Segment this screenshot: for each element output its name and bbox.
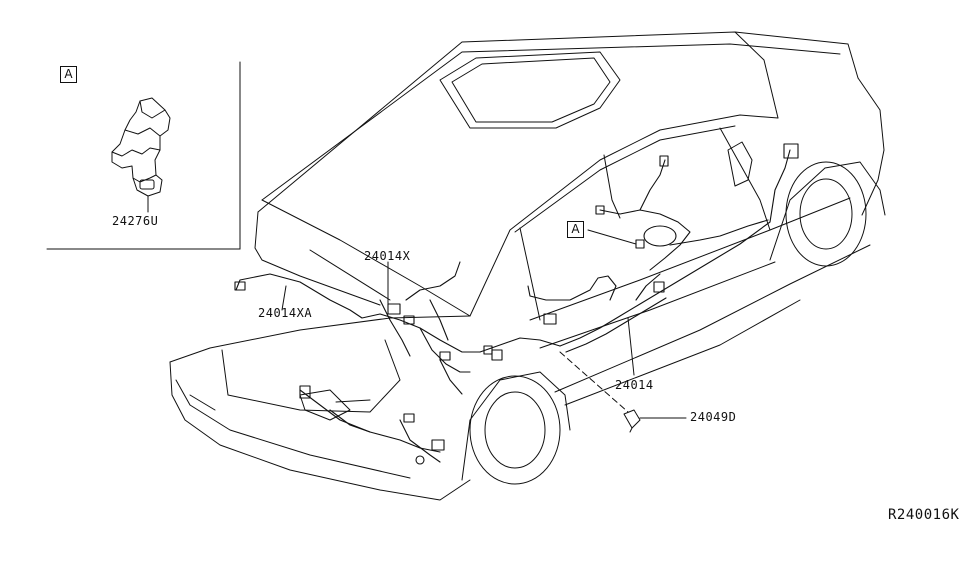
part-label-24049d: 24049D	[690, 410, 737, 424]
bracket-part-drawing	[111, 97, 171, 213]
diagram-reference-code: R240016K	[888, 507, 960, 523]
section-a-callout-label: A	[567, 221, 584, 238]
part-label-24014x: 24014X	[364, 249, 411, 263]
main-harness	[527, 143, 799, 353]
part-label-24276u: 24276U	[112, 214, 159, 228]
part-label-24014xa: 24014XA	[258, 306, 313, 320]
inset-section-label: A	[60, 66, 77, 83]
rear-harness	[234, 261, 561, 465]
car-body	[169, 31, 886, 501]
clip-part	[623, 409, 641, 433]
leader-lines	[281, 229, 687, 419]
part-label-24014: 24014	[615, 378, 654, 392]
inset-frame	[46, 61, 241, 250]
